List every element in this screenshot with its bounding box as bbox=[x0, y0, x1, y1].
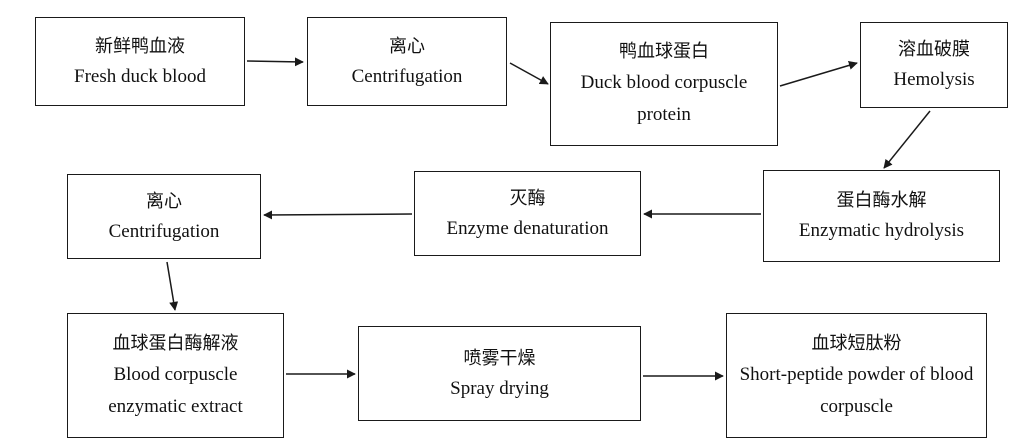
step-label-en: Duck blood corpuscle protein bbox=[580, 72, 748, 125]
step-label-en: Centrifugation bbox=[108, 220, 220, 242]
step-label-zh: 鸭血球蛋白 bbox=[619, 41, 709, 62]
step-fresh-duck-blood: 新鲜鸭血液 Fresh duck blood bbox=[35, 17, 245, 106]
step-label-zh: 离心 bbox=[146, 190, 182, 212]
step-hemolysis: 溶血破膜 Hemolysis bbox=[860, 22, 1008, 108]
step-label-zh: 蛋白酶水解 bbox=[836, 190, 927, 211]
step-label-en: Blood corpuscle enzymatic extract bbox=[108, 363, 243, 417]
step-label-en: Enzymatic hydrolysis bbox=[798, 220, 965, 241]
step-label-zh: 灭酶 bbox=[509, 187, 546, 209]
step-enzyme-denaturation: 灭酶 Enzyme denaturation bbox=[414, 171, 641, 256]
step-label-zh: 血球短肽粉 bbox=[811, 332, 902, 354]
step-label-zh: 离心 bbox=[389, 35, 425, 57]
arrow-fresh-to-centrifugation bbox=[246, 57, 304, 67]
step-label-en: Fresh duck blood bbox=[74, 65, 206, 87]
step-label-en: Short-peptide powder of blood corpuscle bbox=[739, 363, 974, 417]
step-label-en: Spray drying bbox=[450, 377, 549, 399]
arrow-protein-to-hemolysis bbox=[779, 61, 858, 87]
step-label-zh: 血球蛋白酶解液 bbox=[112, 332, 239, 354]
step-label-zh: 溶血破膜 bbox=[898, 39, 970, 60]
arrow-centrifugation-to-protein bbox=[509, 62, 549, 85]
step-duck-blood-corpuscle-protein: 鸭血球蛋白 Duck blood corpuscle protein bbox=[550, 22, 778, 146]
step-label-zh: 新鲜鸭血液 bbox=[95, 35, 185, 57]
step-label-en: Hemolysis bbox=[893, 69, 975, 90]
step-spray-drying: 喷雾干燥 Spray drying bbox=[358, 326, 641, 421]
step-enzymatic-hydrolysis: 蛋白酶水解 Enzymatic hydrolysis bbox=[763, 170, 1000, 262]
arrow-denaturation-to-centrifugation bbox=[263, 210, 413, 220]
arrow-hemolysis-to-hydrolysis bbox=[883, 110, 931, 169]
step-label-en: Centrifugation bbox=[351, 65, 463, 87]
step-blood-corpuscle-enzymatic-extract: 血球蛋白酶解液 Blood corpuscle enzymatic extrac… bbox=[67, 313, 284, 438]
step-short-peptide-powder: 血球短肽粉 Short-peptide powder of blood corp… bbox=[726, 313, 987, 438]
arrow-centrifugation-to-extract bbox=[166, 261, 179, 311]
step-label-en: Enzyme denaturation bbox=[446, 217, 609, 239]
step-label-zh: 喷雾干燥 bbox=[463, 347, 536, 369]
step-centrifugation-2: 离心 Centrifugation bbox=[67, 174, 261, 259]
step-centrifugation-1: 离心 Centrifugation bbox=[307, 17, 507, 106]
